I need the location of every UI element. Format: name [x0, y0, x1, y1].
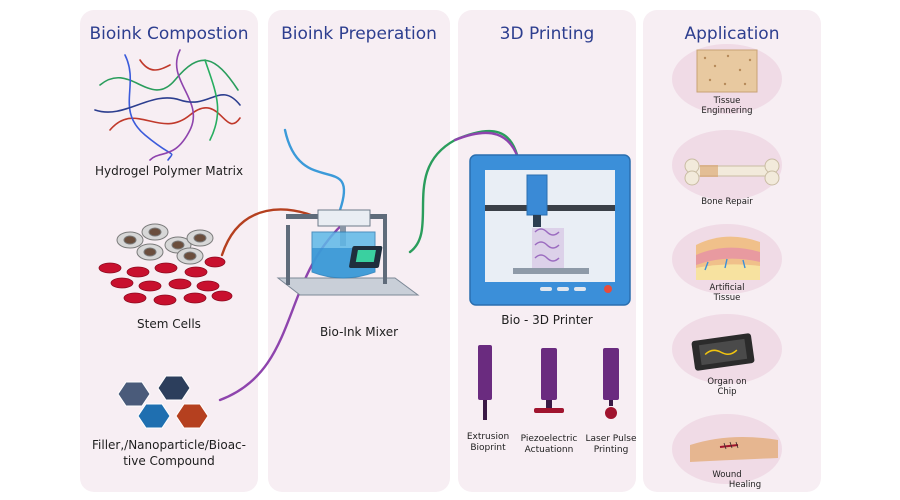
bioink-mixer-illustration — [276, 209, 420, 296]
app-artificial-line1: Artificial — [709, 283, 745, 293]
panel-title-application: Application — [684, 24, 780, 44]
app-organ-line1: Organ on — [707, 377, 747, 387]
method-piezo-line2: Actuationn — [524, 445, 574, 455]
piezoelectric-illustration — [534, 348, 564, 413]
app-artificial-line2: Tissue — [713, 293, 741, 303]
panel-title-printing: 3D Printing — [499, 24, 595, 44]
extrusion-bioprint-illustration — [478, 345, 492, 420]
printer-label: Bio - 3D Printer — [501, 313, 593, 327]
filler-label-line2: tive Compound — [123, 454, 215, 468]
laser-pulse-illustration — [603, 348, 619, 419]
panel-title-composition: Bioink Compostion — [89, 24, 249, 44]
hydrogel-matrix-illustration — [94, 49, 241, 161]
app-tissue-line1: Tissue — [713, 96, 741, 106]
organ-on-chip-icon — [691, 333, 755, 371]
method-laser-line1: Laser Pulse — [585, 434, 637, 444]
tissue-engineering-icon — [696, 49, 758, 93]
filler-label-line1: Filler,/Nanoparticle/Bioac- — [92, 438, 246, 452]
hydrogel-label: Hydrogel Polymer Matrix — [94, 164, 244, 178]
method-laser-line2: Printing — [593, 445, 629, 455]
bone-icon — [684, 158, 780, 186]
filler-hexagons — [117, 375, 209, 429]
app-wound-line1: Wound — [712, 470, 742, 480]
method-extrusion-line1: Extrusion — [466, 432, 510, 442]
app-tissue-line2: Enginnering — [701, 106, 753, 116]
app-bone-line1: Bone Repair — [701, 197, 753, 207]
stem-cells-label: Stem Cells — [137, 317, 201, 331]
app-organ-line2: Chip — [717, 387, 737, 397]
app-wound-line2: Healing — [728, 480, 762, 490]
bio-3d-printer-illustration — [469, 154, 631, 306]
stem-cells-grey — [116, 223, 214, 265]
method-piezo-line1: Piezoelectric — [520, 434, 578, 444]
artificial-tissue-icon — [696, 236, 760, 280]
panel-title-preparation: Bioink Preperation — [281, 24, 437, 44]
mixer-label: Bio-Ink Mixer — [319, 325, 399, 339]
red-blood-cells — [98, 256, 233, 306]
wound-healing-icon — [690, 436, 778, 462]
method-extrusion-line2: Bioprint — [470, 443, 506, 453]
